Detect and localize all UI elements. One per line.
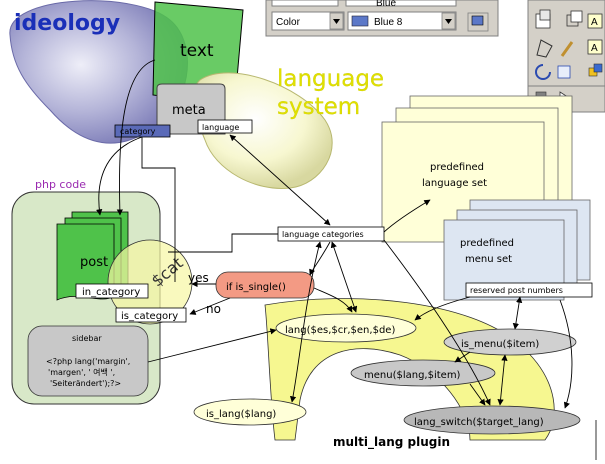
menu-set-label-1: predefined: [460, 238, 514, 249]
connector-lang-cat-lang-func: [330, 241, 358, 313]
color-mode-label: Color: [276, 17, 301, 28]
polygon-icon: [536, 39, 553, 58]
connector-lang-categories-lang-set: [383, 199, 431, 233]
format-toolbar: Blue Color Blue 8: [265, 0, 499, 37]
yes-label: yes: [188, 271, 209, 285]
duplicate-icon: [570, 10, 583, 23]
language-categories-label: language categories: [282, 230, 364, 239]
connector-category-in-category: [141, 137, 176, 282]
sidebar-box: [27, 325, 149, 397]
connector-lang-categories-post: [168, 233, 278, 253]
pen-icon: [560, 41, 574, 57]
connector-lang-cat-lang-switch: [383, 239, 491, 406]
drawing-tool-palette: A A: [527, 0, 605, 113]
connector-sidebar-lang-func: [147, 328, 277, 363]
align-tool-button[interactable]: [557, 65, 571, 79]
chevron-down-icon: [445, 19, 452, 24]
group-tool-button[interactable]: [588, 63, 603, 77]
reserved-post-numbers-label: reserved post numbers: [470, 286, 563, 295]
text-doc-label: text: [180, 41, 214, 61]
text-tool-button[interactable]: A: [587, 13, 603, 29]
category-tag-label: category: [120, 127, 156, 136]
is-category-box: [115, 307, 187, 323]
connector-menu-set-lang-switch: [559, 299, 573, 409]
top-dropdown-left[interactable]: [271, 0, 339, 7]
color-mode-dropdown[interactable]: [271, 11, 345, 31]
connector-language-lang-categories: [229, 134, 331, 226]
connector-is-menu-lang-switch: [497, 354, 508, 406]
language-tag: [197, 119, 253, 134]
sidebar-code-line3: 'Seiterändert');?>: [50, 379, 121, 388]
reserved-post-numbers-box: [465, 282, 593, 298]
plugin-title: multi_lang plugin: [333, 435, 450, 450]
polygon-tool-button[interactable]: [536, 39, 553, 58]
connector-lang-cat-if-single: [309, 241, 331, 276]
in-category-box: [75, 283, 149, 299]
lang-switch-node: [403, 405, 581, 435]
connector-if-is-single-is-category: [189, 297, 231, 315]
pen-tool-button[interactable]: [560, 41, 574, 57]
is-lang-node: [193, 398, 307, 426]
text-tool-icon: A: [591, 17, 598, 28]
connector-text-post: [116, 59, 156, 216]
is-menu-label: is_menu($item): [461, 339, 539, 350]
language-title-line2: system: [277, 94, 360, 120]
in-category-label: in_category: [82, 287, 140, 298]
language-tag-label: language: [202, 123, 239, 132]
menu-func-node: [350, 359, 496, 387]
connector-category-post: [96, 136, 143, 216]
lang-set-label-2: language set: [422, 178, 487, 189]
sidebar-code-line2: 'margen', ' 여백 ',: [48, 367, 115, 377]
is-lang-label: is_lang($lang): [206, 409, 276, 420]
language-title-line1: language: [277, 66, 384, 92]
connector-menu-func-lang-switch: [469, 383, 486, 406]
php-code-title: php code: [35, 178, 86, 191]
menu-func-label: menu($lang,$item): [364, 370, 461, 381]
connector-reserved-lang-func: [414, 296, 471, 321]
category-tag: [114, 124, 171, 138]
connector-reserved-is-menu: [512, 296, 523, 330]
group-icon: [593, 63, 603, 73]
label-tool-icon: A: [591, 43, 598, 54]
color-value-dropdown[interactable]: [347, 11, 457, 31]
menu-set-label-2: menu set: [465, 254, 512, 265]
if-is-single-label: if is_single(): [226, 282, 286, 293]
lang-set-label-1: predefined: [430, 162, 484, 173]
lang-switch-label: lang_switch($target_lang): [414, 417, 544, 428]
rotate-tool-button[interactable]: [535, 64, 551, 80]
ideology-title: ideology: [14, 11, 120, 36]
no-label: no: [206, 302, 221, 316]
arrange-tool-button[interactable]: [535, 9, 551, 29]
top-dropdown-right[interactable]: [345, 0, 457, 7]
meta-label: meta: [172, 103, 206, 118]
is-category-label: is_category: [121, 311, 178, 322]
sidebar-label: sidebar: [72, 334, 102, 343]
arrange-icon: [539, 9, 551, 21]
top-select-value: Blue: [376, 0, 396, 9]
connector-lang-cat-is-lang: [289, 241, 322, 403]
sidebar-code-line1: <?php lang('margin',: [46, 357, 130, 366]
rotate-icon: [535, 64, 551, 80]
connectors: [96, 59, 573, 409]
is-menu-node: [443, 328, 577, 356]
post-label: post: [80, 255, 108, 270]
label-tool-button[interactable]: A: [587, 39, 603, 55]
color-swatch-icon: [351, 15, 369, 27]
align-icon: [557, 65, 571, 79]
lang-func-label: lang($es,$cr,$en,$de): [285, 325, 395, 336]
color-value-label: Blue 8: [374, 17, 403, 28]
connector-is-menu-menu-func: [454, 351, 471, 363]
shadow-icon: [471, 15, 484, 26]
duplicate-tool-button[interactable]: [566, 10, 583, 27]
chevron-down-icon: [333, 19, 340, 24]
